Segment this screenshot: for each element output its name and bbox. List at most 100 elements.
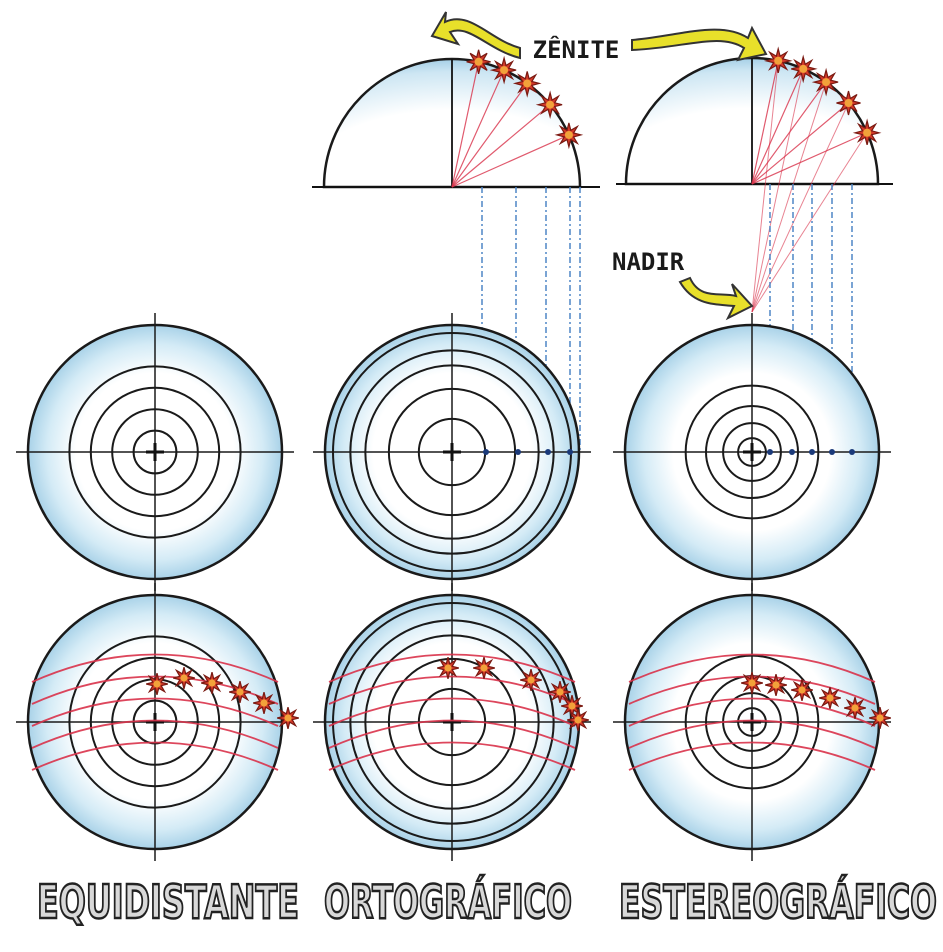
- nadir-ray-line: [751, 60, 779, 313]
- projected-point: [829, 449, 835, 455]
- nadir-label: NADIR: [612, 248, 685, 276]
- zenith-callout: ZÊNITE: [430, 11, 768, 64]
- ray-line: [751, 81, 827, 185]
- sun-position-star: [466, 49, 491, 74]
- sun-position-star: [229, 681, 251, 703]
- projected-point: [483, 449, 489, 455]
- altitude-ring: [68, 365, 242, 539]
- sun-position-star: [869, 707, 891, 729]
- altitude-ring: [737, 437, 767, 467]
- nadir-ray-line: [751, 81, 827, 313]
- sun-path-arc: [328, 675, 576, 705]
- altitude-ring: [364, 634, 540, 810]
- sky-disc-ortografico-rings: [313, 313, 591, 591]
- dome-stereographic: [616, 46, 893, 313]
- sky-disc-equidistante-sunpath: [16, 583, 299, 861]
- altitude-ring: [364, 364, 540, 540]
- projected-point: [789, 449, 795, 455]
- sun-position-star: [146, 673, 168, 695]
- altitude-ring: [332, 602, 572, 842]
- nadir-ray-line: [751, 68, 804, 313]
- title-estereografico: ESTEREOGRÁFICO: [619, 875, 937, 929]
- altitude-ring: [684, 384, 820, 520]
- zenith-arrow-left: [430, 11, 521, 60]
- nadir-callout: NADIR: [612, 248, 754, 321]
- altitude-ring: [132, 429, 178, 475]
- sun-path-arc: [328, 719, 576, 749]
- title-equidistante: EQUIDISTANTE: [37, 875, 299, 929]
- altitude-ring: [684, 654, 820, 790]
- altitude-ring: [704, 404, 800, 500]
- ray-line: [451, 69, 505, 188]
- sun-path-arc: [328, 741, 576, 771]
- sky-disc-estereografico-rings: [613, 313, 891, 591]
- sun-position-star: [811, 67, 839, 97]
- sun-position-star: [201, 672, 223, 694]
- sun-position-star: [852, 118, 882, 145]
- altitude-ring: [737, 707, 767, 737]
- projection-titles: EQUIDISTANTE ORTOGRÁFICO ESTEREOGRÁFICO: [36, 874, 939, 931]
- sun-position-star: [844, 697, 866, 719]
- ray-line: [451, 104, 551, 188]
- sun-position-star: [520, 669, 542, 691]
- sun-path-arc: [31, 719, 279, 749]
- ray-line: [451, 61, 480, 188]
- nadir-ray-line: [751, 102, 849, 313]
- ray-line: [451, 83, 528, 188]
- altitude-ring: [387, 657, 517, 787]
- ray-line: [751, 60, 779, 185]
- sky-disc-ortografico-sunpath: [313, 583, 591, 861]
- zenith-cross: [443, 713, 461, 731]
- nadir-arrow: [678, 276, 754, 321]
- sun-position-star: [277, 707, 299, 729]
- title-ortografico: ORTOGRÁFICO: [324, 875, 572, 929]
- altitude-ring: [111, 408, 199, 496]
- sky-disc-estereografico-sunpath: [613, 583, 891, 861]
- sun-position-star: [489, 55, 517, 85]
- projected-point: [545, 449, 551, 455]
- altitude-ring: [722, 422, 782, 482]
- projected-point: [515, 449, 521, 455]
- ray-line: [451, 134, 570, 188]
- altitude-ring: [89, 386, 221, 518]
- sun-position-star: [549, 681, 571, 703]
- sun-path-arc: [628, 741, 876, 771]
- sun-position-star: [836, 90, 861, 116]
- sun-path-arc: [628, 697, 876, 727]
- projected-point: [809, 449, 815, 455]
- altitude-ring: [89, 656, 221, 788]
- sun-path-arc: [628, 653, 876, 683]
- sun-position-star: [253, 692, 275, 714]
- sun-position-star: [535, 90, 563, 120]
- nadir-ray-line: [751, 132, 868, 313]
- sun-position-star: [437, 657, 459, 679]
- sun-position-star: [512, 71, 542, 98]
- sun-position-star: [473, 657, 495, 679]
- projected-point: [849, 449, 855, 455]
- sun-position-star: [791, 54, 818, 84]
- sun-path-arc: [31, 653, 279, 683]
- sun-position-star: [554, 122, 584, 150]
- projected-point: [567, 449, 573, 455]
- projected-point: [767, 449, 773, 455]
- dome-orthographic: [312, 49, 600, 189]
- sun-position-star: [763, 46, 793, 73]
- sun-path-arc: [328, 653, 576, 683]
- sun-position-star: [765, 674, 787, 696]
- zenith-cross: [443, 443, 461, 461]
- zenith-cross: [146, 713, 164, 731]
- sun-position-star: [791, 679, 813, 701]
- sky-disc-equidistante-rings: [16, 313, 294, 591]
- ray-line: [751, 132, 868, 185]
- ray-line: [751, 102, 849, 185]
- sun-path-arc: [31, 741, 279, 771]
- sun-path-arc: [31, 697, 279, 727]
- sun-path-arc: [628, 719, 876, 749]
- sun-position-star: [567, 709, 589, 731]
- zenith-label: ZÊNITE: [533, 35, 620, 64]
- zenith-cross: [146, 443, 164, 461]
- sun-position-star: [741, 672, 763, 694]
- altitude-ring: [349, 619, 555, 825]
- sun-position-star: [173, 667, 195, 689]
